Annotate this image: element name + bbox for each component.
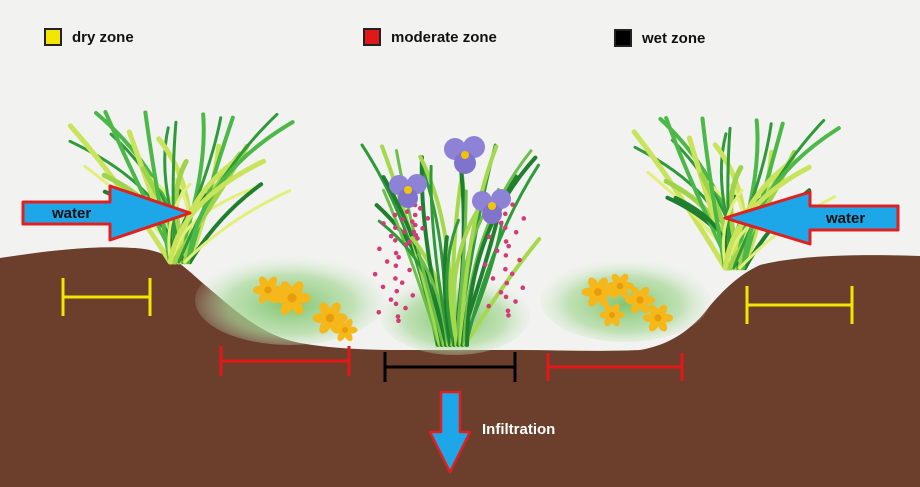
water-arrow-left: water: [21, 184, 192, 242]
yellow-flower: [606, 273, 634, 299]
wet-zone-bracket: [383, 352, 517, 382]
pink-flower-sprays: [372, 197, 527, 324]
yellow-flower: [253, 276, 283, 304]
legend-swatch-wet: [614, 29, 632, 47]
water-arrow-right: water: [723, 190, 900, 246]
iris-flower: [444, 136, 485, 174]
right-grass-clump: [631, 116, 841, 271]
legend-swatch-moderate: [363, 28, 381, 46]
infiltration-label: Infiltration: [482, 421, 555, 438]
legend-label-wet: wet zone: [642, 29, 706, 47]
yellow-flower: [642, 304, 674, 332]
legend-swatch-dry: [44, 28, 62, 46]
infiltration-arrow: [428, 390, 472, 474]
dry-zone-bracket-right: [745, 286, 854, 324]
yellow-flowers: [253, 273, 674, 342]
legend-label-dry: dry zone: [72, 28, 134, 46]
yellow-flower: [599, 303, 625, 327]
legend-wet: wet zone: [614, 29, 705, 47]
water-arrow-left-label: water: [51, 205, 91, 222]
yellow-flower: [273, 281, 311, 315]
yellow-flower: [624, 286, 656, 314]
legend-dry: dry zone: [44, 28, 134, 46]
left-grass-clump: [67, 110, 295, 265]
iris-flower: [472, 189, 511, 224]
iris-flower: [389, 174, 427, 208]
moderate-zone-bracket-right: [546, 353, 684, 381]
yellow-flower: [332, 318, 358, 342]
legend-moderate: moderate zone: [363, 28, 497, 46]
legend-label-moderate: moderate zone: [391, 28, 497, 46]
dry-zone-bracket-left: [61, 278, 152, 316]
water-arrow-right-label: water: [825, 210, 865, 227]
yellow-flower: [581, 277, 615, 307]
moderate-zone-bracket-left: [219, 346, 351, 376]
